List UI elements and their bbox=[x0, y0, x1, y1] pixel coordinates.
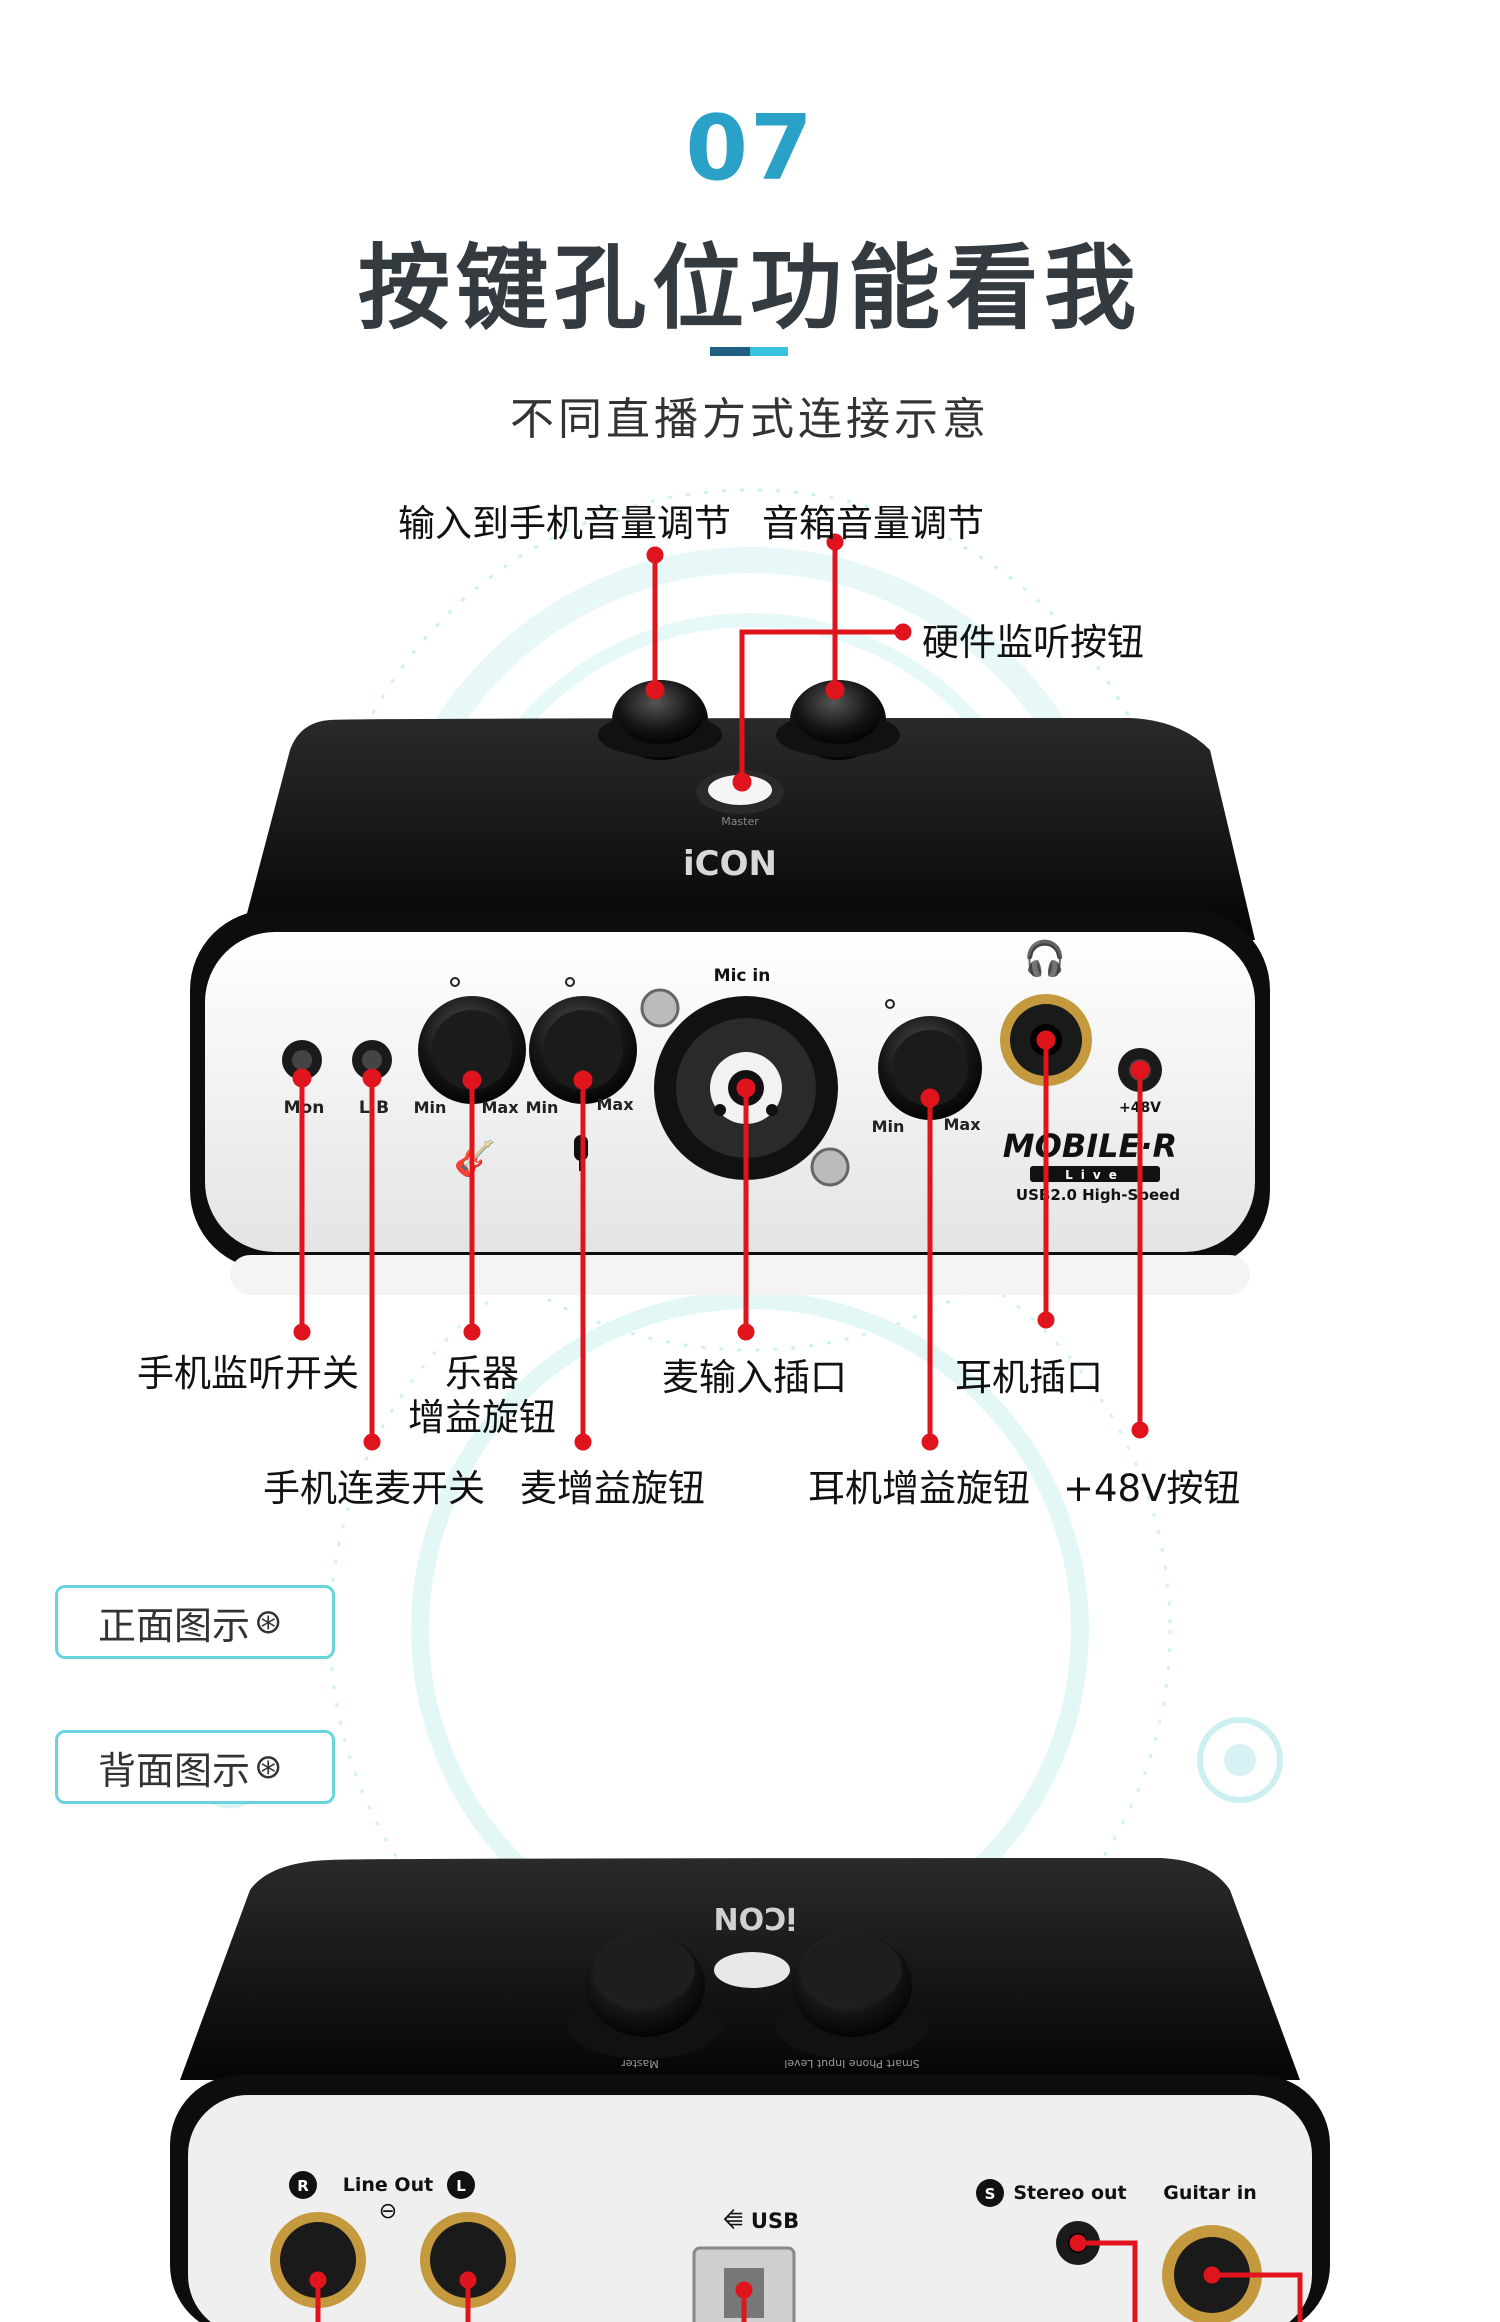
title-divider bbox=[710, 347, 788, 356]
svg-text:Max: Max bbox=[481, 1098, 519, 1117]
callout-phone-link-mic-switch: 手机连麦开关 bbox=[263, 1467, 485, 1510]
callout-phone-monitor-switch: 手机监听开关 bbox=[137, 1352, 359, 1395]
front-view-label: 正面图示 bbox=[98, 1603, 251, 1648]
callout-mic-gain-knob: 麦增益旋钮 bbox=[520, 1467, 705, 1510]
callout-headphone-jack: 耳机插口 bbox=[955, 1356, 1103, 1399]
master-label: Master bbox=[721, 815, 759, 828]
callout-instrument-gain-line2: 增益旋钮 bbox=[408, 1396, 556, 1439]
back-view-label: 背面图示 bbox=[98, 1748, 251, 1793]
brand-logo-mirrored: iCON bbox=[714, 1900, 797, 1935]
stereo-out-label: Stereo out bbox=[1013, 2182, 1126, 2204]
guitar-in-label: Guitar in bbox=[1163, 2182, 1257, 2204]
svg-text:Smart Phone Input Level: Smart Phone Input Level bbox=[784, 2057, 919, 2070]
back-monitor-button bbox=[714, 1952, 790, 1988]
front-view-button[interactable]: 正面图示 ⊛ bbox=[55, 1585, 335, 1659]
svg-text:Min: Min bbox=[872, 1117, 905, 1136]
usb-label: USB bbox=[751, 2209, 799, 2233]
callout-phantom-power-button: +48V按钮 bbox=[1063, 1467, 1241, 1510]
s-badge: S bbox=[985, 2185, 996, 2203]
svg-text:Min: Min bbox=[414, 1098, 447, 1117]
page-subtitle: 不同直播方式连接示意 bbox=[510, 394, 990, 445]
back-view-button[interactable]: 背面图示 ⊛ bbox=[55, 1730, 335, 1804]
svg-text:Max: Max bbox=[943, 1115, 981, 1134]
svg-text:Max: Max bbox=[596, 1095, 634, 1114]
usb-icon: ⭅ bbox=[723, 2209, 743, 2234]
callout-input-to-phone-volume: 输入到手机音量调节 bbox=[398, 502, 731, 545]
guitar-icon: 🎸 bbox=[454, 1139, 496, 1179]
brand-logo: iCON bbox=[683, 844, 777, 884]
callout-headphone-gain-knob: 耳机增益旋钮 bbox=[808, 1467, 1030, 1510]
callout-mic-input-jack: 麦输入插口 bbox=[662, 1356, 847, 1399]
r-badge: R bbox=[297, 2177, 309, 2195]
device-top bbox=[240, 718, 1255, 940]
svg-text:Min: Min bbox=[526, 1098, 559, 1117]
front-device: Master iCON Mon L.B Min Max 🎸 Min Max Mi… bbox=[190, 680, 1270, 1295]
svg-text:Live: Live bbox=[1065, 1168, 1125, 1182]
headphone-icon: 🎧 bbox=[1024, 939, 1066, 979]
back-device: iCON Master Smart Phone Input Level R Li… bbox=[170, 1858, 1330, 2322]
l-badge: L bbox=[456, 2177, 466, 2195]
chevron-up-circle-icon: ⊛ bbox=[254, 1602, 283, 1642]
chevron-down-circle-icon: ⊛ bbox=[254, 1747, 283, 1787]
callout-lines bbox=[292, 533, 1150, 1451]
line-out-icon: ⊖ bbox=[379, 2199, 397, 2224]
model-logo: MOBILE·R bbox=[1003, 1127, 1177, 1165]
line-out-label: Line Out bbox=[343, 2174, 433, 2196]
page-title: 按键孔位功能看我 bbox=[357, 235, 1142, 342]
callout-instrument-gain-line1: 乐器 bbox=[445, 1352, 519, 1395]
section-number: 07 bbox=[685, 96, 815, 201]
svg-text:Mic in: Mic in bbox=[714, 966, 771, 986]
callout-speaker-volume: 音箱音量调节 bbox=[762, 502, 984, 545]
callout-hardware-monitor-button: 硬件监听按钮 bbox=[922, 621, 1144, 664]
svg-text:Master: Master bbox=[621, 2057, 659, 2070]
